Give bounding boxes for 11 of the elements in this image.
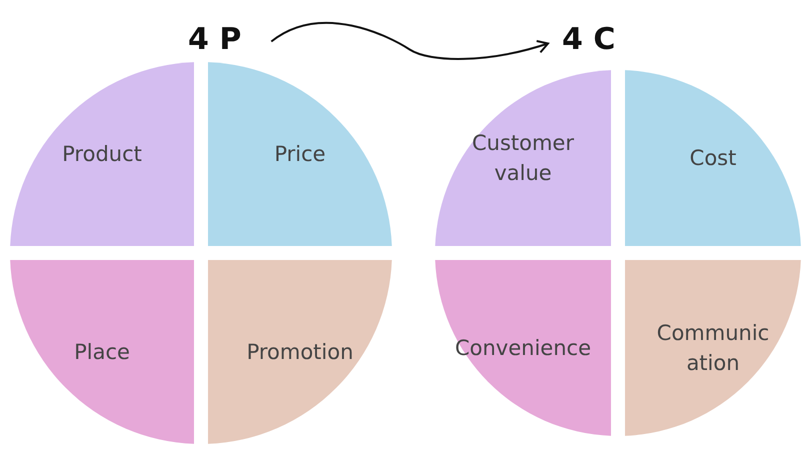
segment-label: Communic ation (656, 320, 770, 377)
heading-text: 4 P (188, 22, 242, 57)
heading-text: 4 C (562, 22, 616, 57)
segment-label: Product (62, 140, 142, 168)
segment-label: Convenience (454, 334, 591, 362)
segment-label: Customer value (470, 130, 575, 187)
segment-label: Cost (690, 144, 736, 172)
segment-label: Promotion (246, 338, 354, 366)
curved-arrow (270, 22, 549, 60)
segment-label: Place (74, 338, 130, 366)
segment-label: Price (274, 140, 326, 168)
